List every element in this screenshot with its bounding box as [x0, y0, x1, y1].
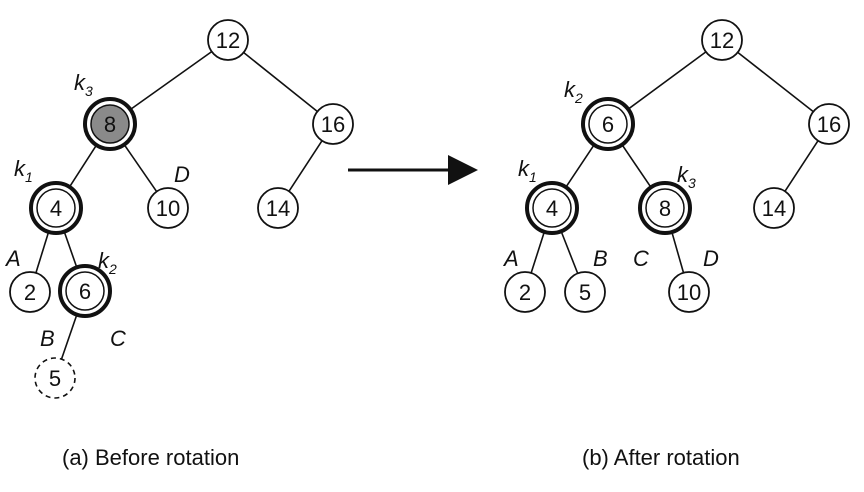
node-value: 5	[579, 280, 591, 305]
node-value: 14	[762, 196, 786, 221]
node-value: 4	[50, 196, 62, 221]
edge-n16-n14	[784, 140, 819, 192]
edge-n4-n5	[560, 230, 579, 274]
node-value: 12	[216, 28, 240, 53]
node-value: 2	[519, 280, 531, 305]
tree-node-14: 14	[257, 187, 299, 229]
subtree-label-k2: k2	[564, 77, 583, 106]
label-subscript: 1	[25, 169, 33, 185]
node-circle	[65, 271, 105, 311]
node-circle	[532, 188, 572, 228]
edge-n8-n4	[68, 144, 98, 188]
edge-n8-n10	[123, 144, 158, 192]
node-circle	[808, 103, 850, 145]
node-value: 14	[266, 196, 290, 221]
tree-node-4: 4	[29, 181, 83, 235]
node-circle	[257, 187, 299, 229]
before-edges	[35, 50, 323, 360]
subtree-label-k3: k3	[677, 162, 696, 191]
node-value: 2	[24, 280, 36, 305]
subtree-label-c: C	[633, 246, 649, 271]
node-circle	[207, 19, 249, 61]
edge-n12-n16	[243, 51, 318, 113]
node-value: 10	[677, 280, 701, 305]
edge-n12-n8	[129, 50, 213, 111]
tree-node-6: 6	[58, 264, 112, 318]
node-value: 8	[659, 196, 671, 221]
node-value: 12	[710, 28, 734, 53]
node-value: 5	[49, 366, 61, 391]
tree-node-8: 8	[638, 181, 692, 235]
edge-n4-n2	[35, 231, 50, 274]
after-edges	[530, 51, 819, 274]
label-subscript: 1	[529, 169, 537, 185]
tree-node-12: 12	[207, 19, 249, 61]
tree-node-5: 5	[564, 271, 606, 313]
node-circle	[588, 104, 628, 144]
edge-n4-n6	[63, 231, 78, 268]
caption-before: (a) Before rotation	[62, 445, 239, 470]
subtree-label-d: D	[703, 246, 719, 271]
node-value: 10	[156, 196, 180, 221]
subtree-label-b: B	[593, 246, 608, 271]
tree-node-14: 14	[753, 187, 795, 229]
node-circle	[9, 271, 51, 313]
edge-n6-n4	[565, 144, 595, 188]
label-subscript: 2	[574, 90, 583, 106]
tree-node-4: 4	[525, 181, 579, 235]
tree-node-10: 10	[147, 187, 189, 229]
subtree-label-k2: k2	[98, 248, 117, 277]
tree-node-10: 10	[668, 271, 710, 313]
tree-node-16: 16	[808, 103, 850, 145]
tree-node-8: 8	[83, 97, 137, 151]
subtree-label-a: A	[4, 246, 21, 271]
label-subscript: 3	[688, 175, 696, 191]
node-circle	[701, 19, 743, 61]
node-circle	[645, 188, 685, 228]
node-circle	[668, 271, 710, 313]
node-circle	[564, 271, 606, 313]
label-subscript: 3	[85, 83, 93, 99]
subtree-label-k3: k3	[74, 70, 93, 99]
tree-node-16: 16	[312, 103, 354, 145]
tree-node-2: 2	[504, 271, 546, 313]
edge-n6-n5	[60, 314, 78, 360]
subtree-label-a: A	[502, 246, 519, 271]
edge-n12-n16	[737, 51, 814, 113]
tree-node-12: 12	[701, 19, 743, 61]
node-circle	[90, 104, 130, 144]
node-circle	[753, 187, 795, 229]
subtree-label-k1: k1	[14, 156, 33, 185]
edge-n8-n10	[671, 231, 685, 273]
node-value: 4	[546, 196, 558, 221]
node-value: 16	[817, 112, 841, 137]
tree-node-2: 2	[9, 271, 51, 313]
node-value: 16	[321, 112, 345, 137]
subtree-label-d: D	[174, 162, 190, 187]
subtree-label-k1: k1	[518, 156, 537, 185]
edge-n6-n8	[621, 144, 652, 188]
tree-node-5: 5	[34, 357, 76, 399]
subtree-label-c: C	[110, 326, 126, 351]
label-subscript: 2	[108, 261, 117, 277]
node-value: 6	[79, 279, 91, 304]
edge-n12-n6	[627, 51, 707, 110]
node-circle-dashed	[34, 357, 76, 399]
caption-after: (b) After rotation	[582, 445, 740, 470]
node-circle	[147, 187, 189, 229]
node-value: 6	[602, 112, 614, 137]
node-circle	[36, 188, 76, 228]
node-circle	[504, 271, 546, 313]
tree-node-6: 6	[581, 97, 635, 151]
edge-n4-n2	[530, 231, 546, 274]
edge-n16-n14	[288, 140, 323, 192]
subtree-label-b: B	[40, 326, 55, 351]
node-circle	[312, 103, 354, 145]
node-value: 8	[104, 112, 116, 137]
